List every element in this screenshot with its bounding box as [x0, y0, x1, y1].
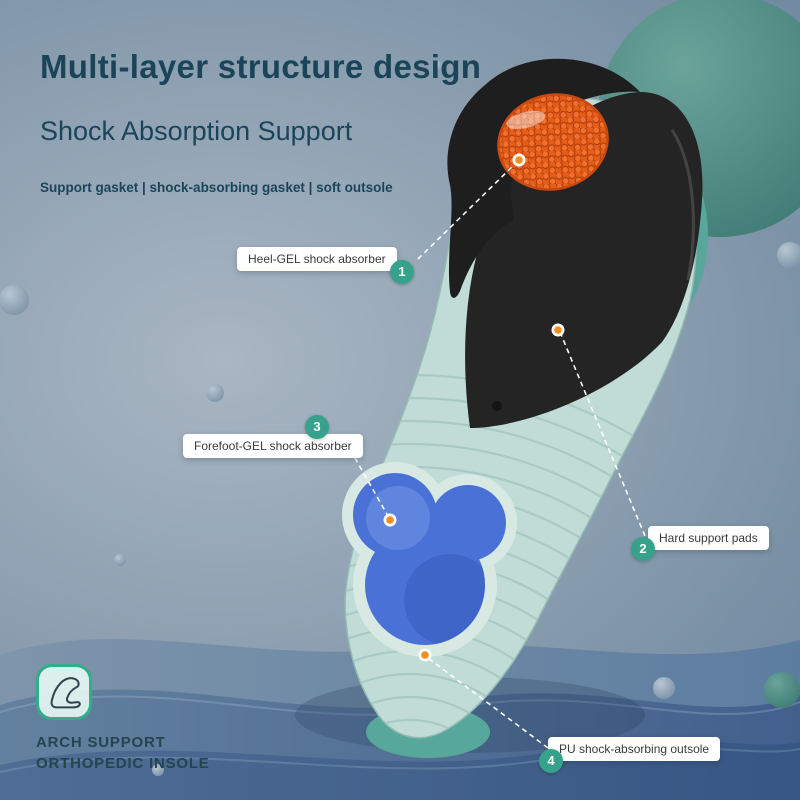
callout-badge-2: 2	[631, 537, 655, 561]
callout-label-pu-outsole: PU shock-absorbing outsole	[548, 737, 721, 761]
callout-badge-1: 1	[390, 260, 414, 284]
heel-gel-pad	[497, 93, 609, 191]
heel-cap-curl	[447, 58, 640, 298]
forefoot-gel-pad	[342, 462, 517, 657]
page-subtitle: Shock Absorption Support	[40, 116, 353, 146]
vent-hole	[492, 401, 502, 411]
foot-icon-card	[36, 664, 92, 720]
callout-badge-3: 3	[305, 415, 329, 439]
marker-dot-1	[512, 153, 526, 167]
footer-line2: ORTHOPEDIC INSOLE	[36, 755, 210, 772]
callout-label-heel-gel: Heel-GEL shock absorber	[237, 247, 397, 271]
callout-badge-4: 4	[539, 749, 563, 773]
connector-line-2	[559, 331, 646, 537]
callout-label-hard-support: Hard support pads	[648, 526, 769, 550]
tagline: Support gasket | shock-absorbing gasket …	[40, 180, 393, 195]
heel-cap-sheen	[670, 129, 695, 281]
page-title: Multi-layer structure design	[40, 48, 482, 85]
insole	[342, 58, 708, 758]
callout-label-forefoot-gel: Forefoot-GEL shock absorber	[183, 434, 363, 458]
footer-line1: ARCH SUPPORT	[36, 734, 166, 751]
marker-dots	[383, 153, 565, 662]
connector-line-3	[354, 457, 389, 517]
foot-icon	[50, 677, 81, 709]
marker-dot-2	[551, 323, 565, 337]
footer-block: ARCH SUPPORT ORTHOPEDIC INSOLE	[36, 664, 210, 774]
callout-connectors	[354, 153, 646, 749]
marker-dot-4	[418, 648, 432, 662]
connector-line-4	[427, 657, 549, 749]
marker-dot-3	[383, 513, 397, 527]
connector-line-1	[417, 162, 517, 260]
